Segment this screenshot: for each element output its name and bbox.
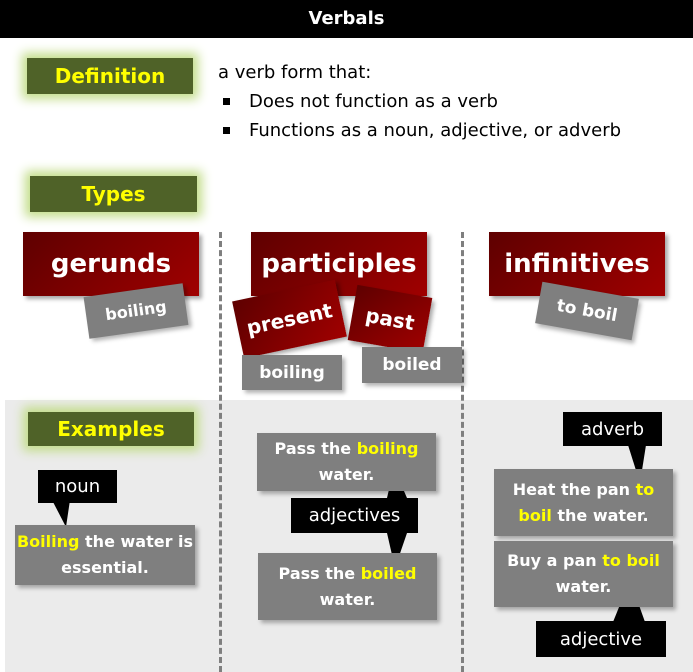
infinitive-sentence-1: Heat the pan to boil the water. — [494, 469, 673, 536]
sentence-text: the water. — [551, 505, 649, 525]
sentence-text: Pass the — [278, 563, 361, 583]
highlight: boiled — [360, 563, 417, 583]
pointer-icon — [52, 500, 70, 527]
past-participle-example: boiled — [362, 347, 462, 383]
highlight: to boil — [602, 551, 660, 570]
sentence-text: water. — [555, 577, 612, 596]
divider — [461, 232, 464, 672]
types-label: Types — [30, 176, 197, 212]
definition-bullet: Does not function as a verb — [218, 87, 621, 116]
adjectives-tag: adjectives — [291, 498, 418, 533]
past-participle-label: past — [347, 284, 433, 354]
participles-label: participles — [251, 232, 427, 296]
participle-sentence-1: Pass the boiling water. — [257, 433, 436, 491]
examples-label: Examples — [28, 412, 194, 446]
sentence-text: Buy a pan — [507, 551, 603, 570]
gerund-sentence: Boiling the water is essential. — [15, 525, 195, 585]
highlight: to boil — [518, 479, 655, 525]
participle-sentence-2: Pass the boiled water. — [258, 553, 437, 620]
noun-tag: noun — [38, 470, 117, 503]
sentence-text: the water is essential. — [61, 532, 194, 577]
present-participle-example: boiling — [242, 355, 342, 390]
adverb-tag: adverb — [563, 412, 662, 446]
sentence-text: water. — [318, 465, 375, 484]
definition-text: a verb form that: Does not function as a… — [218, 58, 621, 145]
definition-intro: a verb form that: — [218, 62, 372, 83]
infinitives-label: infinitives — [489, 232, 665, 296]
divider — [219, 232, 222, 672]
pointer-icon — [613, 445, 646, 622]
sentence-text: water. — [319, 589, 376, 609]
definition-bullet: Functions as a noun, adjective, or adver… — [218, 116, 621, 145]
adjective-tag: adjective — [536, 621, 666, 657]
definition-label: Definition — [27, 58, 193, 94]
highlight: Boiling — [16, 532, 80, 551]
infinitive-sentence-2: Buy a pan to boil water. — [494, 541, 673, 607]
highlight: boiling — [356, 439, 419, 458]
page-title: Verbals — [0, 0, 693, 38]
present-participle-label: present — [232, 279, 347, 359]
sentence-text: Pass the — [274, 439, 357, 458]
sentence-text: Heat the pan — [512, 479, 636, 499]
